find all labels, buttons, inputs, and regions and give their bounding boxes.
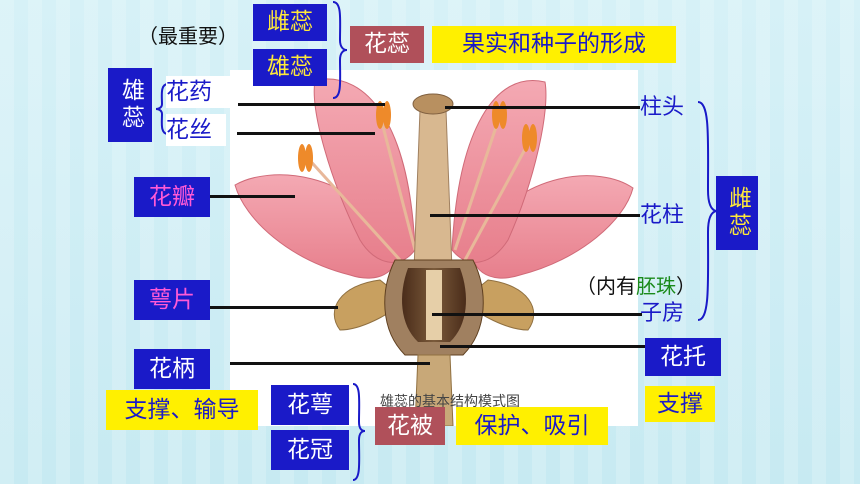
stamen-left-box: 雄蕊	[108, 68, 152, 142]
sepal-box: 萼片	[134, 280, 210, 320]
pointer-sepal	[200, 306, 338, 309]
brace-top	[332, 1, 348, 99]
style-label: 花柱	[640, 203, 685, 228]
pointer-filament	[237, 132, 375, 135]
pointer-anther	[237, 103, 385, 106]
brace-perianth	[352, 383, 366, 481]
calyx-box: 花萼	[271, 385, 349, 425]
fruit-seed-box: 果实和种子的形成	[432, 26, 676, 63]
brace-pistil	[697, 101, 717, 321]
flower-pistil-stamen-box: 花蕊	[350, 26, 424, 63]
stigma-label: 柱头	[640, 95, 685, 120]
stamen-top-box: 雄蕊	[253, 49, 327, 86]
perianth-box: 花被	[375, 407, 445, 445]
support-box: 支撑	[645, 386, 715, 422]
protect-attract-box: 保护、吸引	[456, 407, 608, 445]
ovary-label: 子房	[640, 301, 685, 326]
figure-caption: 雄蕊的基本结构模式图	[380, 393, 520, 410]
contains-ovule-note: （内有胚珠）	[576, 276, 696, 296]
pointer-stigma	[445, 106, 640, 109]
pointer-ovary	[432, 313, 642, 316]
support-conduct-box: 支撑、输导	[106, 390, 258, 430]
most-important-label: （最重要）	[138, 24, 238, 48]
contains-prefix: （内有	[576, 274, 636, 298]
petal-box: 花瓣	[134, 177, 210, 217]
pointer-pedicel	[230, 362, 430, 365]
ovule-label: 胚珠	[636, 274, 676, 298]
corolla-box: 花冠	[271, 430, 349, 470]
pointer-style	[430, 214, 640, 217]
pistil-top-box: 雌蕊	[253, 4, 327, 41]
brace-stamen	[155, 83, 169, 135]
receptacle-box: 花托	[645, 338, 721, 376]
filament-label: 花丝	[166, 114, 226, 146]
flower-diagram-image: 雄蕊的基本结构模式图	[230, 70, 638, 426]
anther-label: 花药	[166, 76, 238, 108]
pointer-receptacle	[440, 345, 645, 348]
pistil-right-box: 雌蕊	[716, 176, 758, 250]
contains-suffix: ）	[676, 274, 696, 298]
pedicel-box: 花柄	[134, 349, 210, 389]
pointer-petal	[200, 195, 295, 198]
